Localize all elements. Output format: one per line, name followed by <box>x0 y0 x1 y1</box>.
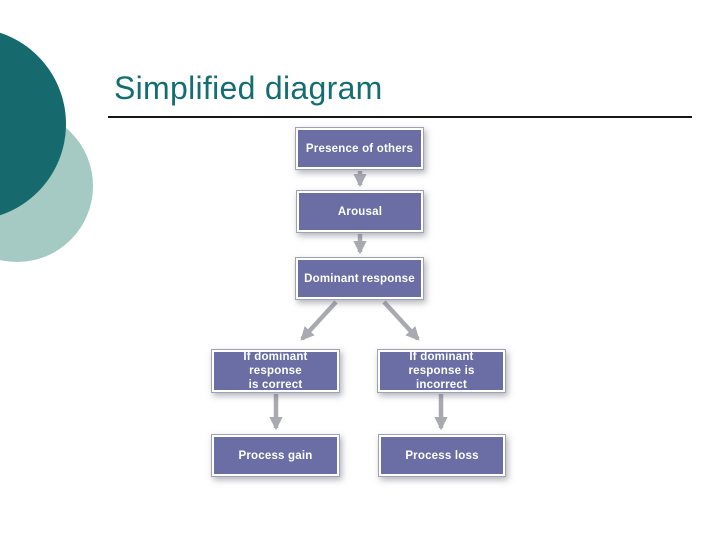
page-title: Simplified diagram <box>114 70 383 106</box>
node-label: Process gain <box>238 449 313 462</box>
node-process-gain: Process gain <box>212 435 339 476</box>
node-process-loss: Process loss <box>379 435 505 476</box>
node-label: Arousal <box>337 205 383 218</box>
title-underline <box>108 116 692 118</box>
node-arousal: Arousal <box>297 191 423 232</box>
arrow-dominant-to-incorrect <box>382 300 420 341</box>
node-presence-of-others: Presence of others <box>296 128 423 169</box>
node-dominant-response: Dominant response <box>296 258 423 299</box>
node-label: If dominant response is incorrect <box>408 351 475 391</box>
node-if-correct: If dominant response is correct <box>212 350 339 392</box>
arrow-dominant-to-correct <box>300 300 338 341</box>
node-label: Presence of others <box>305 142 414 155</box>
node-label: If dominant response is correct <box>243 351 308 391</box>
node-if-incorrect: If dominant response is incorrect <box>378 350 505 392</box>
node-label: Process loss <box>405 449 479 462</box>
node-label: Dominant response <box>304 272 415 285</box>
